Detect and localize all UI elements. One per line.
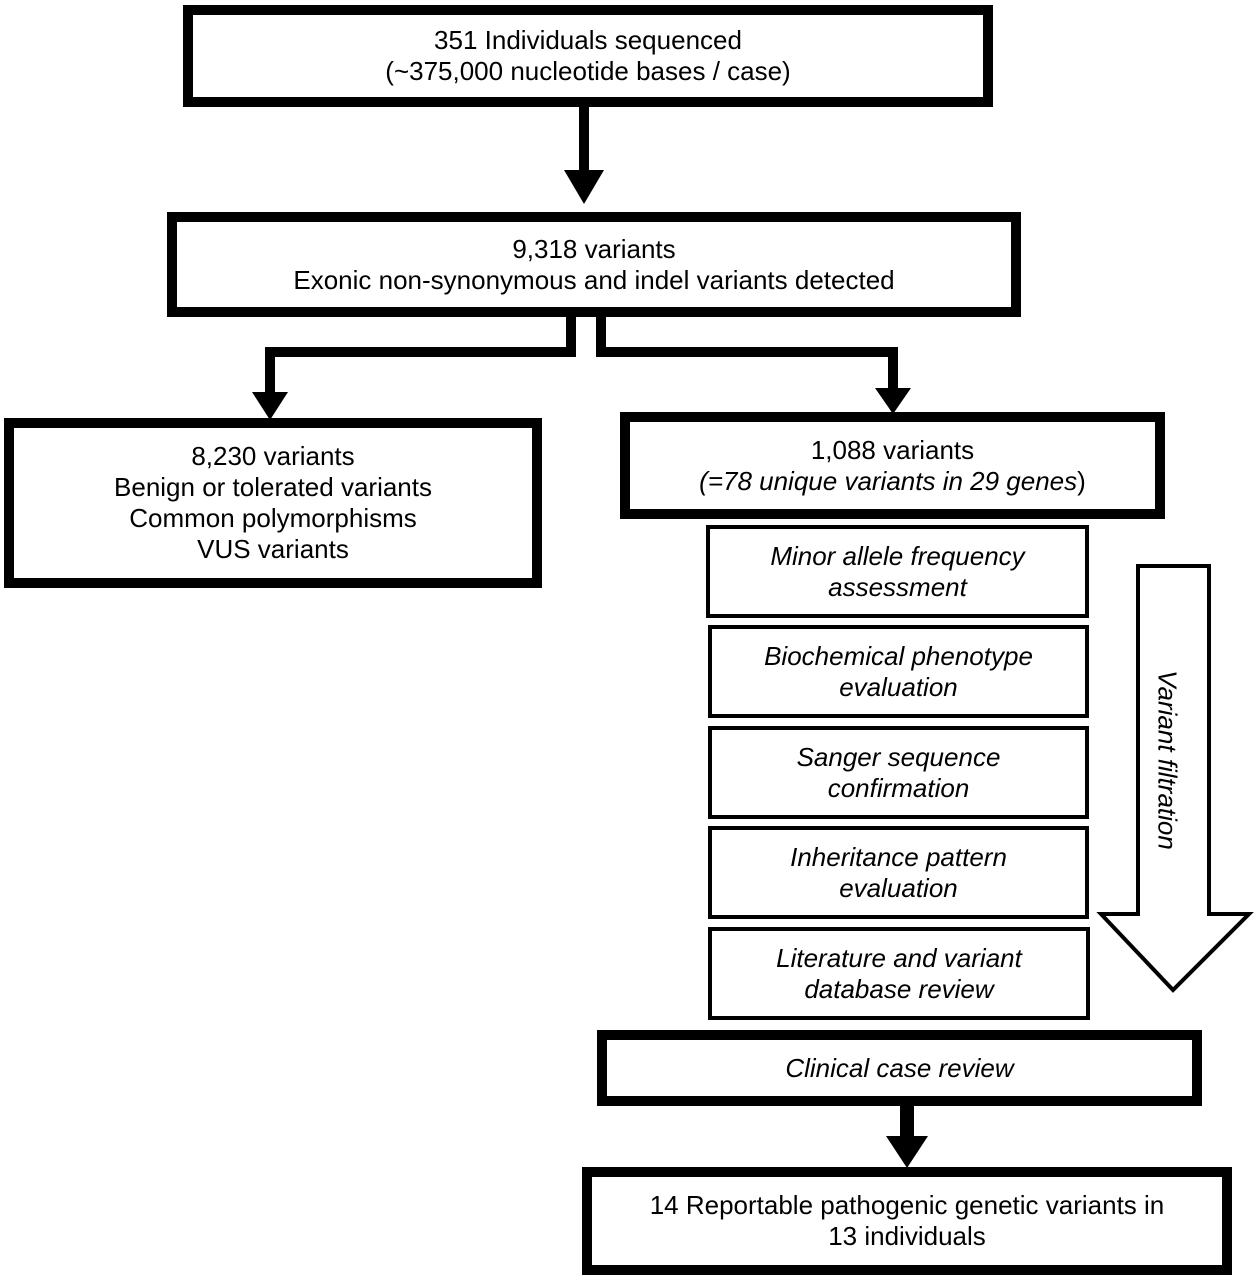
filter-step-maf: Minor allele frequency assessment	[706, 525, 1089, 618]
candidate-variants-box: 1,088 variants (=78 unique variants in 2…	[620, 412, 1165, 519]
filter-step-label: evaluation	[839, 671, 958, 702]
filter-step-label: Minor allele frequency	[770, 540, 1025, 571]
result-line-1: 14 Reportable pathogenic genetic variant…	[649, 1190, 1165, 1220]
benign-desc-1: Benign or tolerated variants	[114, 472, 432, 502]
filter-step-inheritance: Inheritance pattern evaluation	[708, 826, 1089, 919]
filter-step-label: Literature and variant	[776, 942, 1022, 973]
filter-step-label: Biochemical phenotype	[764, 640, 1033, 671]
filter-step-literature: Literature and variant database review	[708, 927, 1090, 1020]
arrow-head	[875, 388, 911, 414]
filtration-arrow	[1096, 564, 1254, 993]
filter-step-biochemical: Biochemical phenotype evaluation	[708, 625, 1089, 718]
benign-count: 8,230 variants	[191, 441, 355, 471]
arrow-head	[886, 1136, 928, 1168]
connector-line	[265, 347, 576, 357]
result-box: 14 Reportable pathogenic genetic variant…	[582, 1167, 1232, 1275]
filter-step-label: assessment	[828, 571, 967, 602]
variant-filtration-label: Variant filtration	[1152, 670, 1183, 850]
filter-step-sanger: Sanger sequence confirmation	[708, 726, 1089, 819]
connector-line	[579, 105, 589, 172]
total-variants-box: 9,318 variants Exonic non-synonymous and…	[167, 212, 1021, 317]
clinical-review-box: Clinical case review	[597, 1030, 1202, 1106]
connector-line	[596, 315, 606, 357]
total-variants-count: 9,318 variants	[512, 233, 676, 264]
sequenced-bases: (~375,000 nucleotide bases / case)	[385, 56, 791, 86]
filter-step-label: Inheritance pattern	[790, 841, 1007, 872]
sequenced-count: 351 Individuals sequenced	[434, 25, 742, 55]
connector-line	[596, 347, 898, 357]
connector-line	[888, 347, 898, 391]
candidate-unique: (=78 unique variants in 29 genes)	[699, 466, 1086, 497]
filter-step-label: database review	[804, 973, 994, 1004]
sequenced-box: 351 Individuals sequenced (~375,000 nucl…	[183, 5, 993, 107]
benign-desc-2: Common polymorphisms	[129, 503, 417, 533]
result-line-2: 13 individuals	[828, 1221, 986, 1251]
filter-step-label: Sanger sequence	[796, 741, 1001, 772]
candidate-unique-paren: )	[1077, 465, 1086, 496]
connector-line	[900, 1100, 914, 1140]
connector-line	[566, 315, 576, 357]
connector-line	[265, 347, 275, 397]
candidate-unique-text: (=78 unique variants in 29 genes	[699, 465, 1078, 496]
clinical-review-label: Clinical case review	[785, 1052, 1014, 1083]
total-variants-desc: Exonic non-synonymous and indel variants…	[293, 264, 895, 295]
benign-variants-box: 8,230 variants Benign or tolerated varia…	[4, 418, 542, 588]
arrow-head	[252, 392, 288, 420]
filter-step-label: confirmation	[827, 772, 970, 803]
benign-desc-3: VUS variants	[197, 534, 349, 564]
filter-step-label: evaluation	[839, 872, 958, 903]
arrow-head	[564, 170, 604, 204]
candidate-count: 1,088 variants	[810, 434, 975, 465]
